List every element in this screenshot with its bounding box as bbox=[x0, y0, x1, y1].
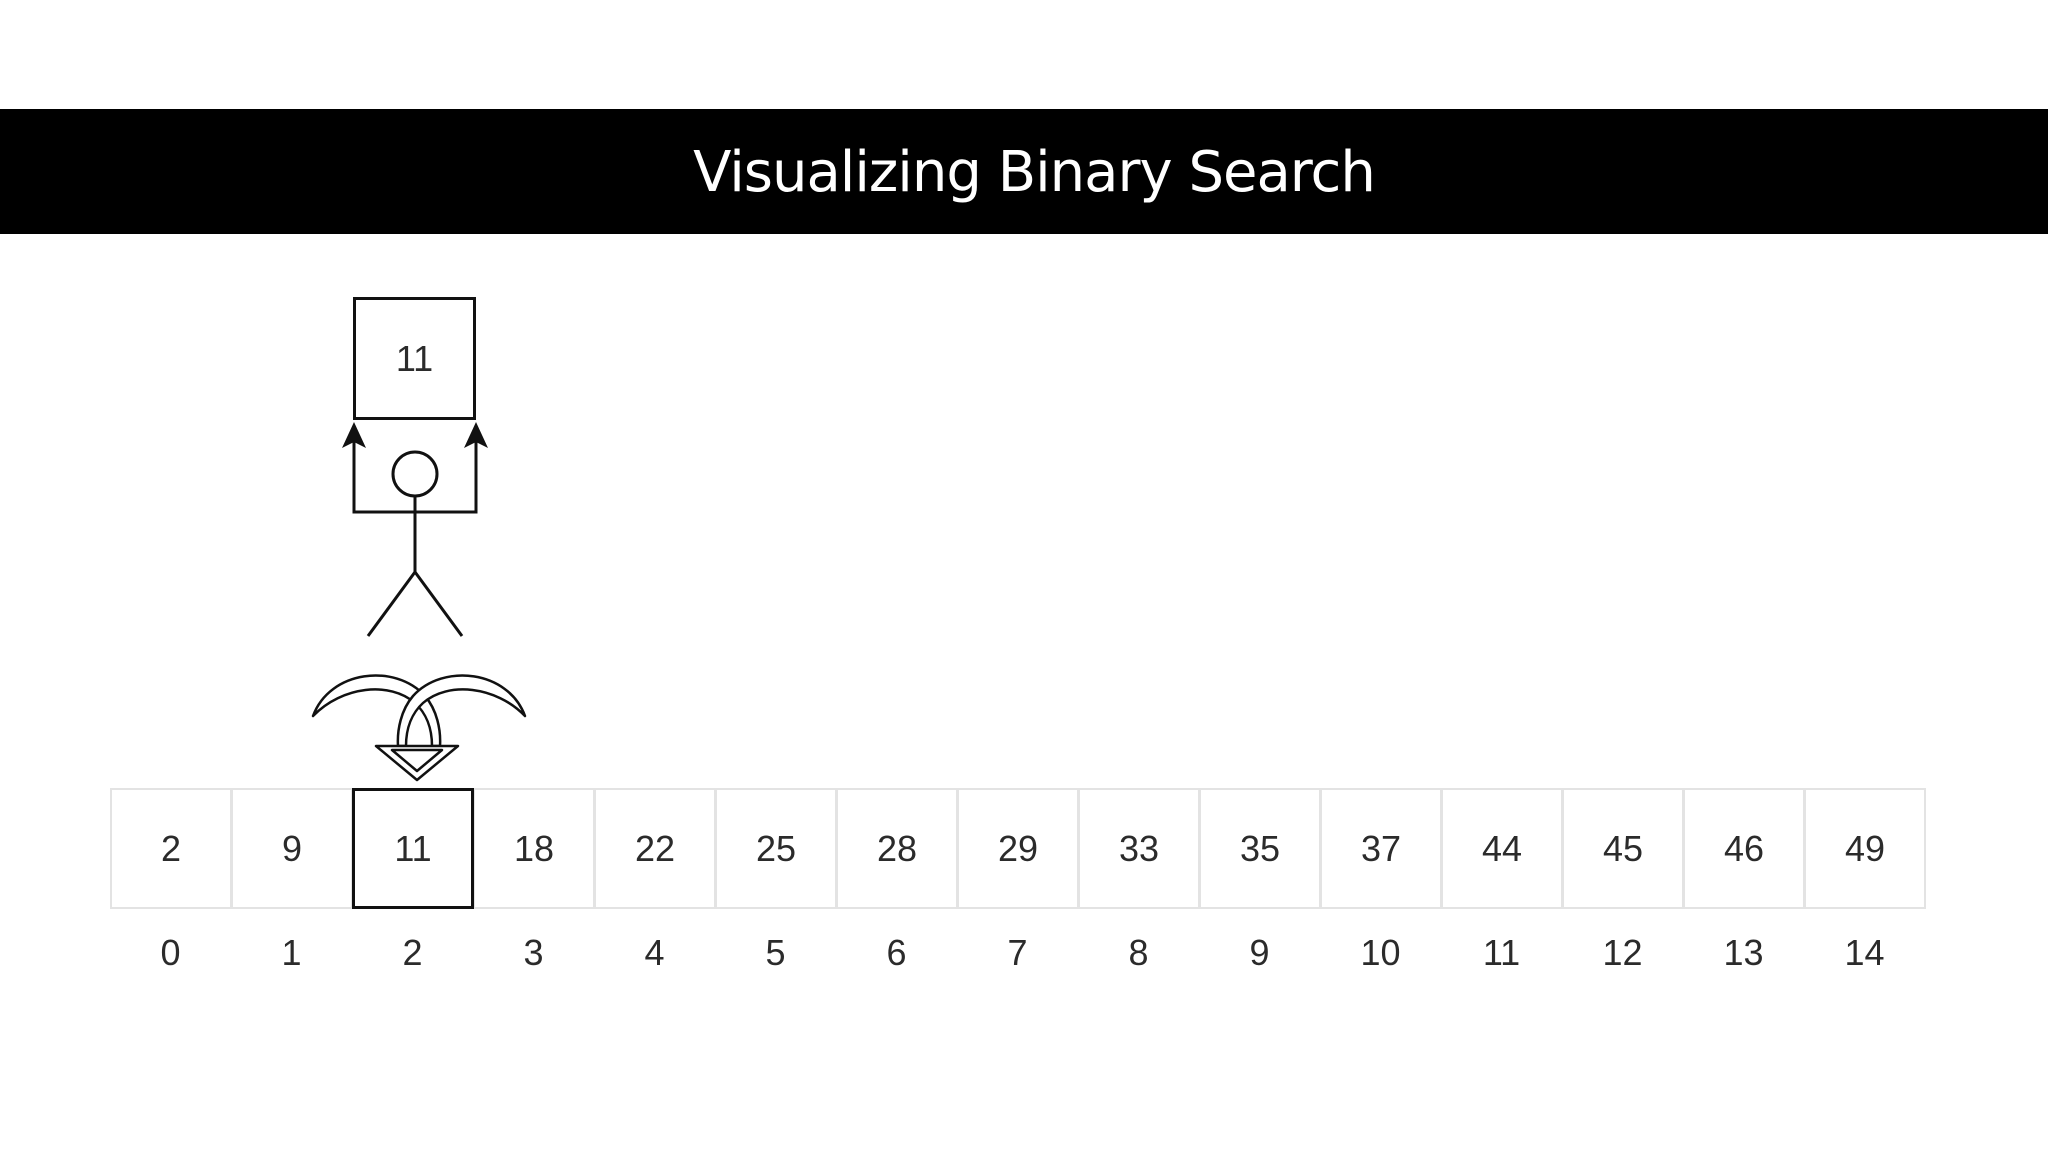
array-cell: 2 bbox=[110, 788, 232, 909]
index-label: 14 bbox=[1844, 932, 1885, 973]
array-cell: 18 bbox=[473, 788, 595, 909]
index-label: 4 bbox=[644, 932, 665, 973]
stick-figure-icon bbox=[352, 432, 478, 637]
index-label: 0 bbox=[160, 932, 181, 973]
array-cell: 35 bbox=[1199, 788, 1321, 909]
array-cell: 49 bbox=[1804, 788, 1926, 909]
array-cell: 37 bbox=[1320, 788, 1442, 909]
index-label: 11 bbox=[1482, 932, 1521, 973]
array-cell: 28 bbox=[836, 788, 958, 909]
array-cell: 9 bbox=[231, 788, 353, 909]
index-label: 6 bbox=[886, 932, 907, 973]
index-label: 5 bbox=[765, 932, 786, 973]
array-cell: 44 bbox=[1441, 788, 1563, 909]
array-cell: 25 bbox=[715, 788, 837, 909]
array-cell: 29 bbox=[957, 788, 1079, 909]
index-label: 10 bbox=[1360, 932, 1401, 973]
index-label: 1 bbox=[281, 932, 302, 973]
array-cell: 46 bbox=[1683, 788, 1805, 909]
index-label: 9 bbox=[1249, 932, 1270, 973]
title-bar: Visualizing Binary Search bbox=[0, 109, 2048, 234]
index-label: 8 bbox=[1128, 932, 1149, 973]
held-value-box: 11 bbox=[353, 297, 476, 420]
index-label: 13 bbox=[1723, 932, 1764, 973]
index-label: 7 bbox=[1007, 932, 1028, 973]
array-cell: 22 bbox=[594, 788, 716, 909]
index-label: 3 bbox=[523, 932, 544, 973]
arm-arrowheads bbox=[342, 422, 488, 448]
page-title: Visualizing Binary Search bbox=[693, 140, 1376, 205]
array-cell: 33 bbox=[1078, 788, 1200, 909]
index-label: 2 bbox=[402, 932, 423, 973]
array-cell-target: 11 bbox=[352, 788, 474, 909]
index-label: 12 bbox=[1602, 932, 1643, 973]
pick-up-arrows-icon bbox=[311, 674, 527, 782]
array-cell: 45 bbox=[1562, 788, 1684, 909]
